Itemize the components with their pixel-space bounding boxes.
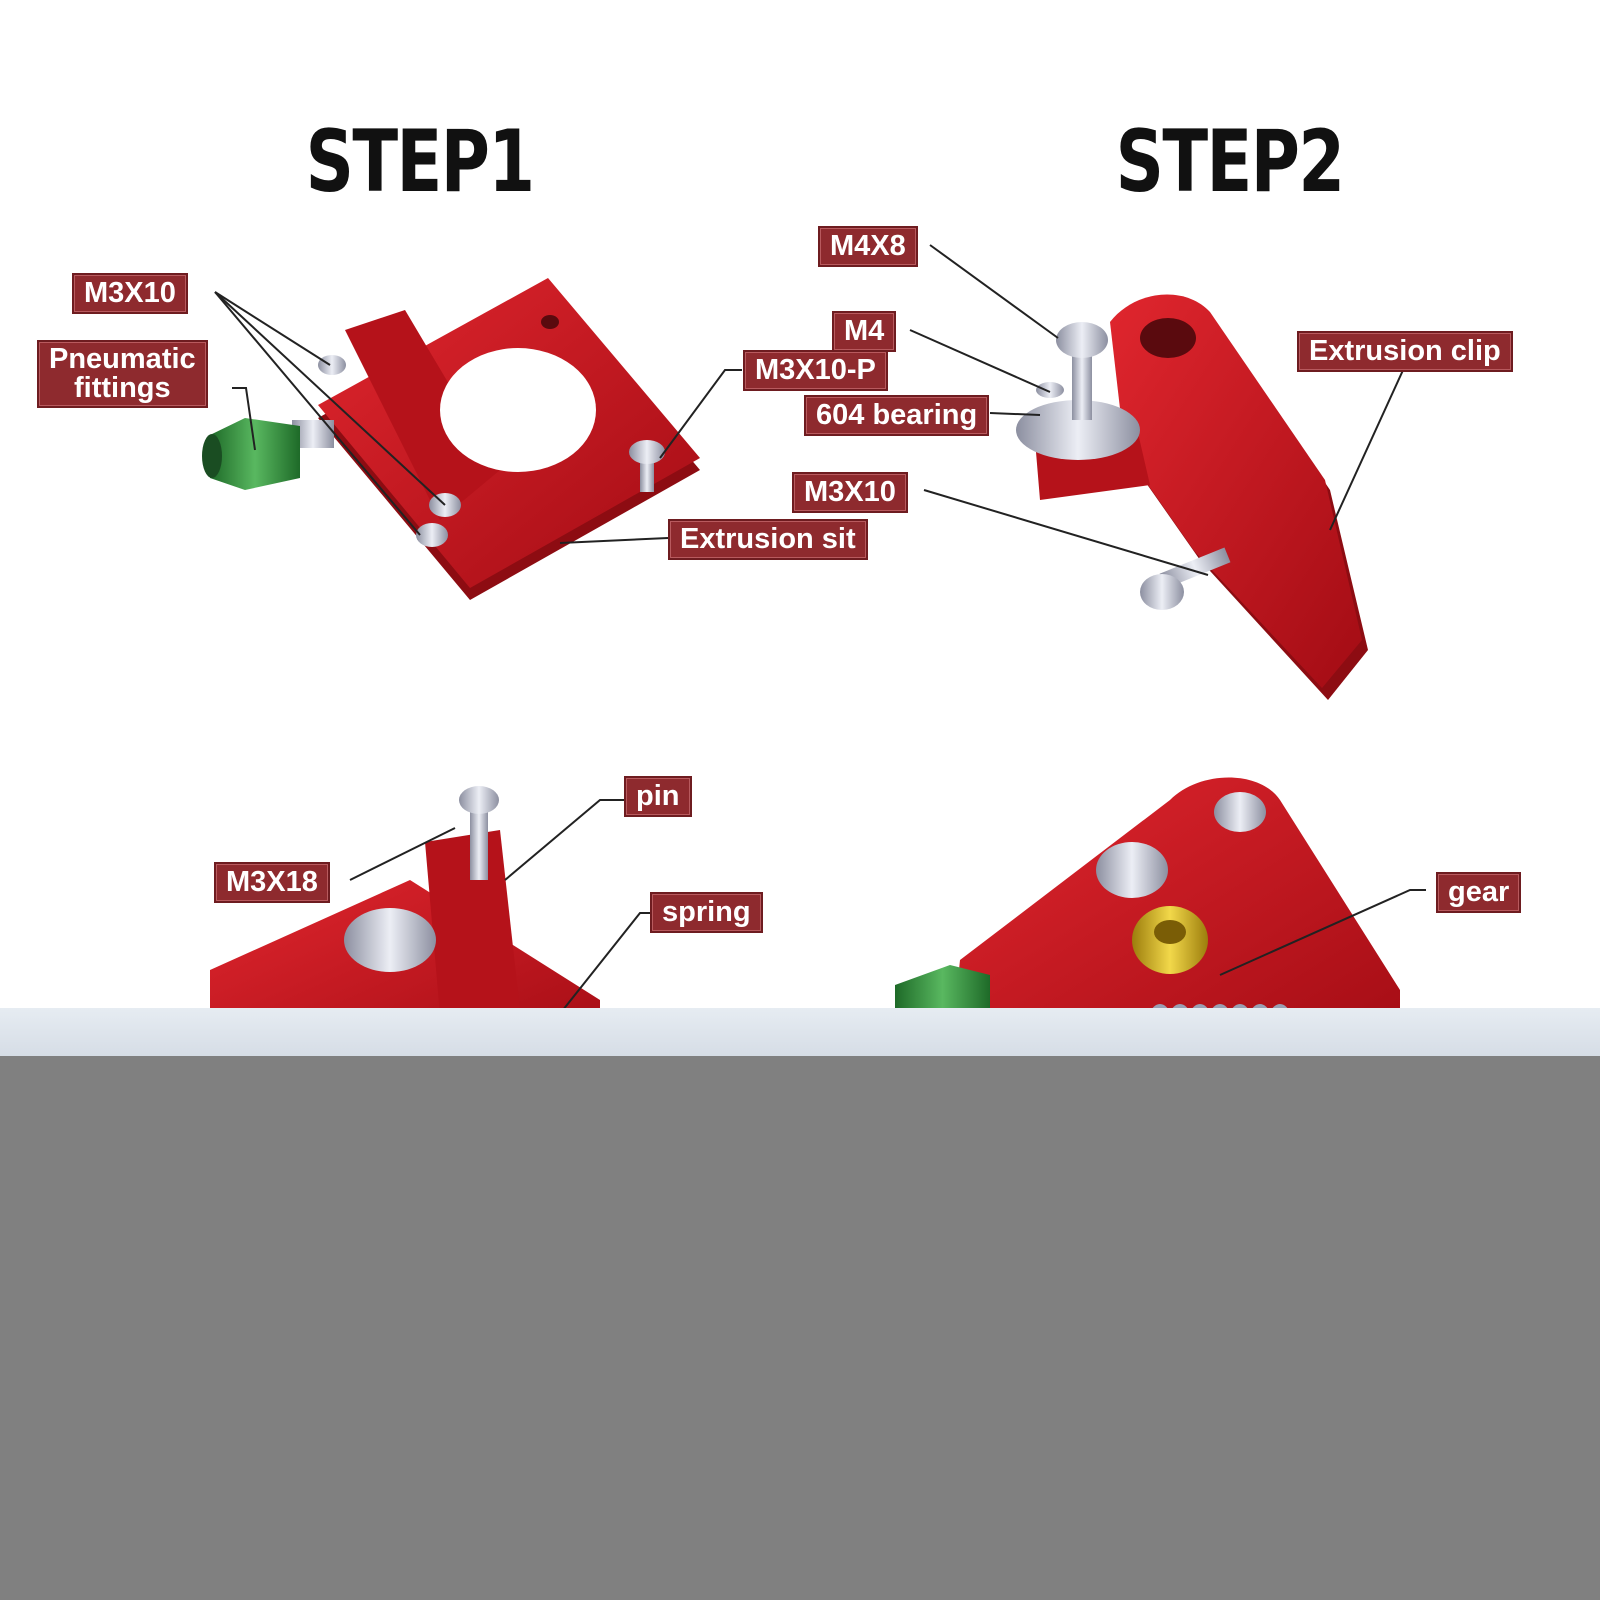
callout-m3x10-step1: M3X10 bbox=[72, 273, 188, 314]
callout-pneumatic-text: Pneumatic fittings bbox=[49, 343, 196, 404]
callout-m3x10-step2: M3X10 bbox=[792, 472, 908, 513]
step2-title: STEP2 bbox=[1115, 112, 1345, 212]
callout-gear: gear bbox=[1436, 872, 1522, 913]
callout-m3x18: M3X18 bbox=[214, 862, 330, 903]
callout-m4: M4 bbox=[832, 311, 897, 352]
callout-604-bearing: 604 bearing bbox=[804, 395, 990, 436]
callout-pneumatic-fittings: Pneumatic fittings bbox=[37, 340, 208, 408]
callout-extrusion-clip: Extrusion clip bbox=[1297, 331, 1513, 372]
callout-spring: spring bbox=[650, 892, 763, 933]
leader-lines bbox=[214, 244, 1426, 1021]
step2-hardware bbox=[1016, 322, 1231, 610]
callout-m4x8: M4X8 bbox=[818, 226, 918, 267]
callout-extrusion-sit: Extrusion sit bbox=[668, 519, 868, 560]
step1-screws bbox=[318, 355, 665, 547]
pneumatic-fitting bbox=[202, 418, 334, 490]
extrusion-sit-part bbox=[318, 278, 700, 600]
image-glitch-band bbox=[0, 1008, 1600, 1056]
callout-pin: pin bbox=[624, 776, 692, 817]
gray-fill-region bbox=[0, 1056, 1600, 1600]
callout-m3x10-p: M3X10-P bbox=[743, 350, 888, 391]
step1-title: STEP1 bbox=[305, 112, 535, 212]
